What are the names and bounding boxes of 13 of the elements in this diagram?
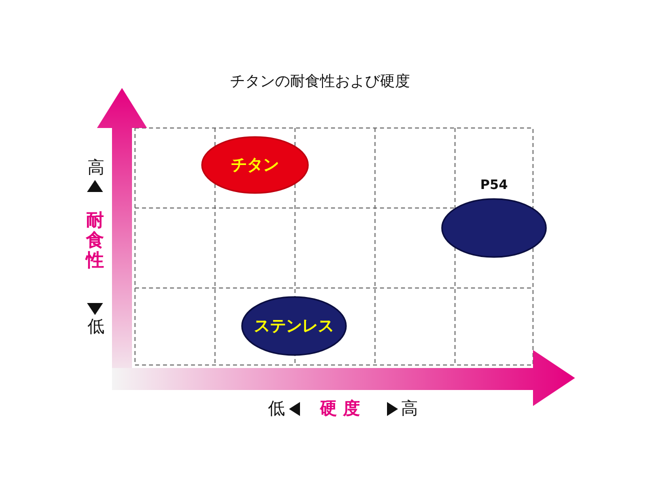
axis-end-label: 高 [401, 401, 418, 418]
axis-end-label: 低 [268, 401, 285, 418]
ellipse-shape [201, 136, 309, 194]
axis-end-label: 高 [86, 160, 106, 177]
axis-end-label: 低 [86, 319, 106, 336]
diagram-title: チタンの耐食性および硬度 [229, 72, 411, 91]
node-label: チタン [231, 154, 279, 176]
ellipse-shape [441, 198, 547, 258]
axis-title: 耐食性 [86, 211, 104, 270]
page-reference: P54 [479, 179, 509, 192]
axis-title: 硬度 [320, 401, 366, 418]
node-label: ステンレス [254, 316, 334, 336]
ellipse-shape [241, 296, 347, 356]
